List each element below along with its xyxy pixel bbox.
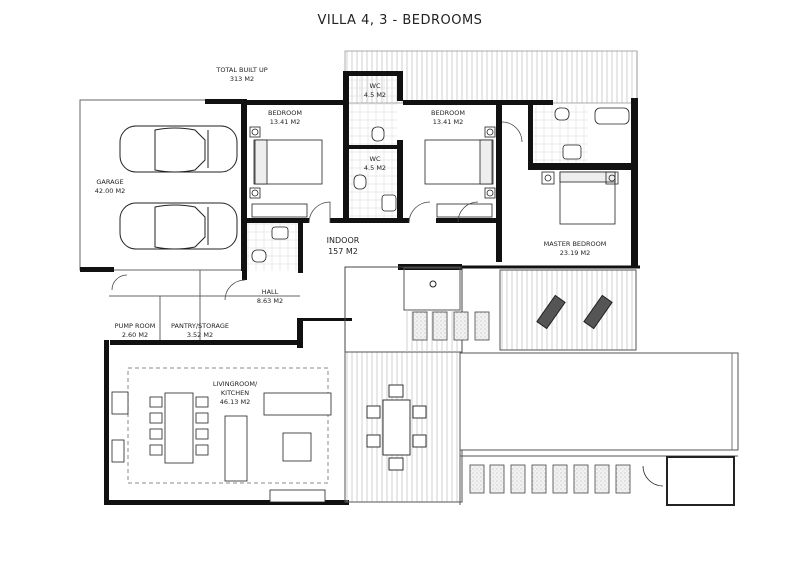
car-icon bbox=[119, 202, 238, 250]
sun-deck bbox=[499, 269, 637, 351]
living-rug bbox=[127, 367, 329, 484]
planter-icon bbox=[469, 464, 631, 494]
car-icon bbox=[119, 125, 238, 173]
planter-icon bbox=[412, 311, 490, 341]
dining-table-icon bbox=[149, 392, 209, 464]
garage-area bbox=[79, 99, 247, 272]
toilet-icon bbox=[251, 107, 630, 263]
pool-house bbox=[642, 456, 735, 506]
bed-icon bbox=[541, 171, 619, 225]
pool bbox=[459, 352, 739, 451]
sofa-icon bbox=[224, 392, 332, 503]
bed-icon bbox=[424, 126, 496, 218]
bed-icon bbox=[249, 126, 323, 218]
kitchen-counter bbox=[111, 391, 129, 463]
door-swings bbox=[111, 121, 523, 301]
plan-title: VILLA 4, 3 - BEDROOMS bbox=[317, 13, 483, 28]
outdoor-dining-icon bbox=[366, 384, 427, 471]
lounger-icon bbox=[536, 294, 613, 330]
